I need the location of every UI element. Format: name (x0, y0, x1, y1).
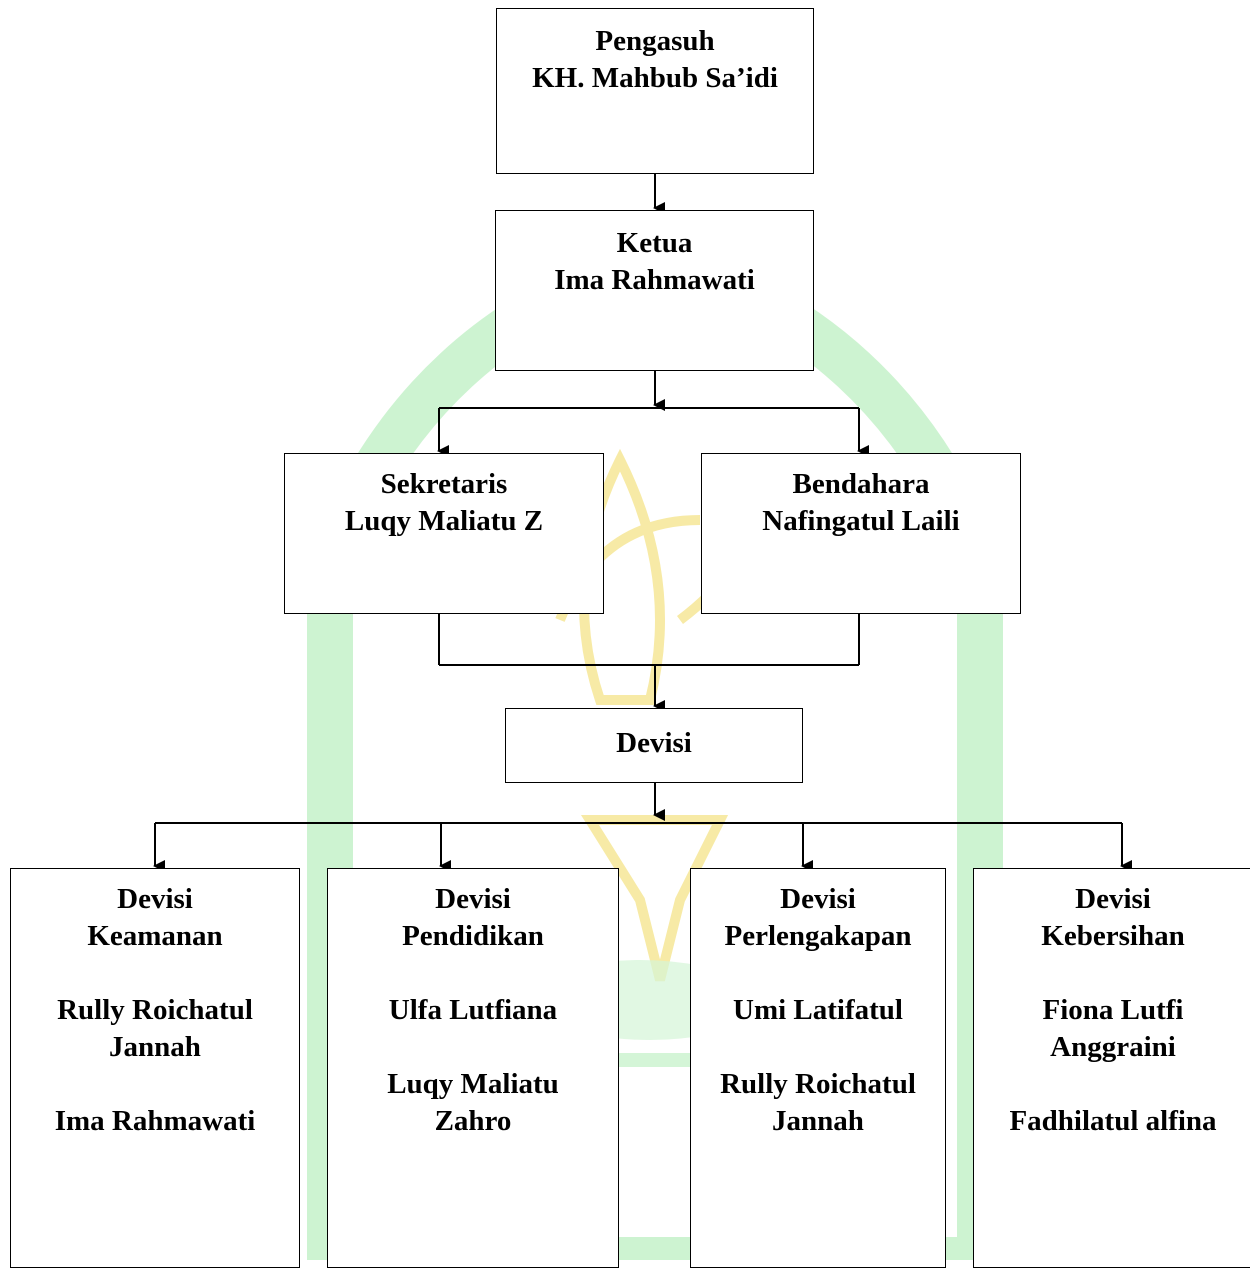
division-title-line-2: Keamanan (87, 920, 223, 952)
sekretaris-box: Sekretaris Luqy Maliatu Z (284, 453, 604, 614)
division-title-line-1: Devisi (780, 883, 856, 915)
division-member-2-line-1: Ima Rahmawati (54, 1105, 256, 1137)
sekretaris-name: Luqy Maliatu Z (344, 505, 544, 537)
pengasuh-name: KH. Mahbub Sa’idi (532, 62, 778, 94)
devisi-box: Devisi (505, 708, 803, 783)
division-member-2-line-1: Fadhilatul alfina (1009, 1105, 1217, 1137)
division-box-keamanan: Devisi Keamanan Rully Roichatul Jannah I… (10, 868, 300, 1268)
sekretaris-role: Sekretaris (380, 468, 508, 500)
division-box-perlengakapan: Devisi Perlengakapan Umi Latifatul Rully… (690, 868, 946, 1268)
division-member-2-line-1: Luqy Maliatu (387, 1068, 559, 1100)
ketua-role: Ketua (616, 227, 693, 259)
division-member-2-line-2: Zahro (434, 1105, 512, 1137)
division-box-pendidikan: Devisi Pendidikan Ulfa Lutfiana Luqy Mal… (327, 868, 619, 1268)
pengasuh-role: Pengasuh (595, 25, 715, 57)
devisi-role: Devisi (616, 727, 692, 759)
ketua-name: Ima Rahmawati (554, 264, 755, 296)
bendahara-box: Bendahara Nafingatul Laili (701, 453, 1021, 614)
division-title-line-1: Devisi (117, 883, 193, 915)
division-member-1-line-2: Anggraini (1050, 1031, 1176, 1063)
ketua-box: Ketua Ima Rahmawati (495, 210, 814, 371)
division-member-1-line-2: Jannah (109, 1031, 201, 1063)
bendahara-role: Bendahara (792, 468, 930, 500)
pengasuh-box: Pengasuh KH. Mahbub Sa’idi (496, 8, 814, 174)
division-title-line-2: Kebersihan (1041, 920, 1185, 952)
bendahara-name: Nafingatul Laili (762, 505, 960, 537)
division-box-kebersihan: Devisi Kebersihan Fiona Lutfi Anggraini … (973, 868, 1250, 1268)
division-member-1-line-1: Umi Latifatul (733, 994, 903, 1026)
division-member-1-line-1: Ulfa Lutfiana (388, 994, 558, 1026)
division-member-1-line-1: Rully Roichatul (57, 994, 253, 1026)
division-title-line-1: Devisi (1075, 883, 1151, 915)
division-member-2-line-2: Jannah (772, 1105, 864, 1137)
division-title-line-2: Pendidikan (402, 920, 544, 952)
division-title-line-1: Devisi (435, 883, 511, 915)
division-member-1-line-1: Fiona Lutfi (1042, 994, 1184, 1026)
division-member-2-line-1: Rully Roichatul (720, 1068, 916, 1100)
division-title-line-2: Perlengakapan (724, 920, 912, 952)
